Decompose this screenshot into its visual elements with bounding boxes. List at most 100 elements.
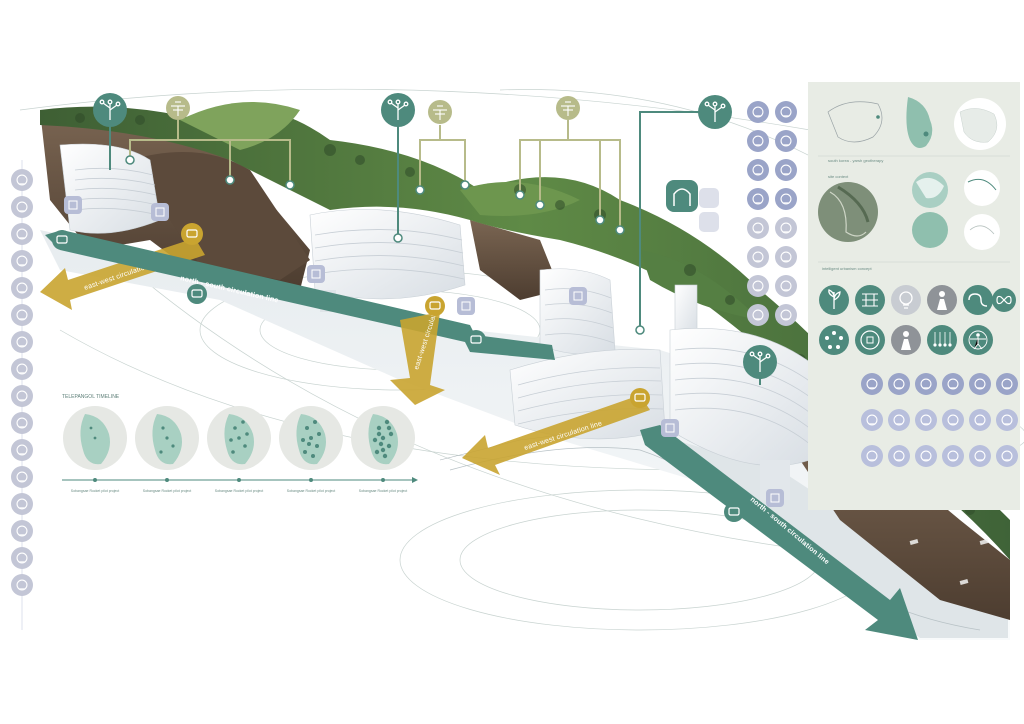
vegetation [40,102,1010,585]
lightbulb-icon [891,285,921,315]
dish-icon [775,275,797,297]
bus-icon [181,223,203,245]
handshake-icon [775,217,797,239]
scales-icon [915,445,937,467]
node-dot [415,185,425,195]
flask-icon [11,277,33,299]
circuit-node-icon [743,345,777,379]
timeline-label: Sobangsae Rocket pilot project [359,489,407,493]
brain-icon [747,188,769,210]
hourglass-icon [888,409,910,431]
left-icon-column [11,160,33,630]
document-icon [942,409,964,431]
building-marker-icon [307,265,325,283]
panel-caption: south korea - yarsh geotherapy [828,158,883,163]
brain-icon [11,223,33,245]
building-marker-icon [151,203,169,221]
graduation-cap-icon [11,169,33,191]
timeline-map [135,406,199,470]
timeline-title: TELEPANGOL TIMELINE [62,394,120,400]
antenna-node-icon [556,96,580,120]
handshake-icon [11,196,33,218]
brain-icon [861,409,883,431]
timeline-map [63,406,127,470]
bath-icon [775,159,797,181]
graduation-cap-icon [747,101,769,123]
right-icon-column [747,101,797,326]
bus-icon [52,230,72,250]
building-marker-icon [661,419,679,437]
document-icon [747,275,769,297]
context-panel-graphics: south korea - yarsh geotherapy site cont… [818,97,1018,467]
theater-icon [915,373,937,395]
pharmacy-icon [11,439,33,461]
spiral-icon [11,493,33,515]
waves-icon [747,246,769,268]
node-dot [595,215,605,225]
panel-caption: site context [828,174,849,179]
gears-icon [996,445,1018,467]
building-marker-icon [569,287,587,305]
node-dot [515,190,525,200]
concept-icons-2 [819,325,993,355]
bus-icon [724,502,744,522]
loop-icon [963,285,993,315]
pendulum-icon [927,325,957,355]
antenna-node-icon [166,96,190,120]
panel-caption: intelligent urbanism concept [822,266,872,271]
asia-map [827,101,883,143]
satellite-icon [11,385,33,407]
dna-icon [969,373,991,395]
service-icon-grid [861,373,1018,467]
water-waves-icon [11,331,33,353]
ban-icon [11,547,33,569]
sun-icon [942,373,964,395]
circuit-node-icon [698,95,732,129]
node-dot [125,155,135,165]
transport-markers [52,188,784,522]
circuit-node-icon [93,93,127,127]
pharmacy-icon [969,445,991,467]
region-map [954,98,1006,150]
timeline-map [207,406,271,470]
site-map-image [912,170,1000,250]
buildings [59,143,821,500]
scales-icon [11,574,33,596]
network-lines [109,111,761,385]
handshake-icon [861,445,883,467]
coin-icon [855,325,885,355]
tree-icon [11,250,33,272]
node-dot [460,180,470,190]
tunnel-icon [666,180,698,212]
timeline-label: Sobangsae Rocket pilot project [143,489,191,493]
bus-icon [630,388,650,408]
dna-icon [11,358,33,380]
stethoscope-icon [888,373,910,395]
node-dot [615,225,625,235]
timeline-label: Sobangsae Rocket pilot project [215,489,263,493]
infinity-icon [992,288,1016,312]
flask-icon [775,304,797,326]
satellite-icon [915,409,937,431]
node-dot [535,200,545,210]
timeline-label: Sobangsae Rocket pilot project [287,489,335,493]
building-marker-icon [766,489,784,507]
timeline-map [351,406,415,470]
building-marker-icon [699,188,719,208]
waves-icon [888,445,910,467]
satellite-icon [747,217,769,239]
flask-icon [996,409,1018,431]
gears-icon [11,466,33,488]
ban-icon [969,409,991,431]
sun-icon [775,130,797,152]
timeline-map [279,406,343,470]
timeline: TELEPANGOL TIMELINE Sobangsae Rocket pil… [62,394,418,493]
document-icon [11,520,33,542]
korea-map [906,97,933,148]
node-dot [225,175,235,185]
building-1 [59,143,161,234]
building-marker-icon [457,297,475,315]
leaf-icon [819,285,849,315]
person-icon [891,325,921,355]
theater-icon [747,130,769,152]
